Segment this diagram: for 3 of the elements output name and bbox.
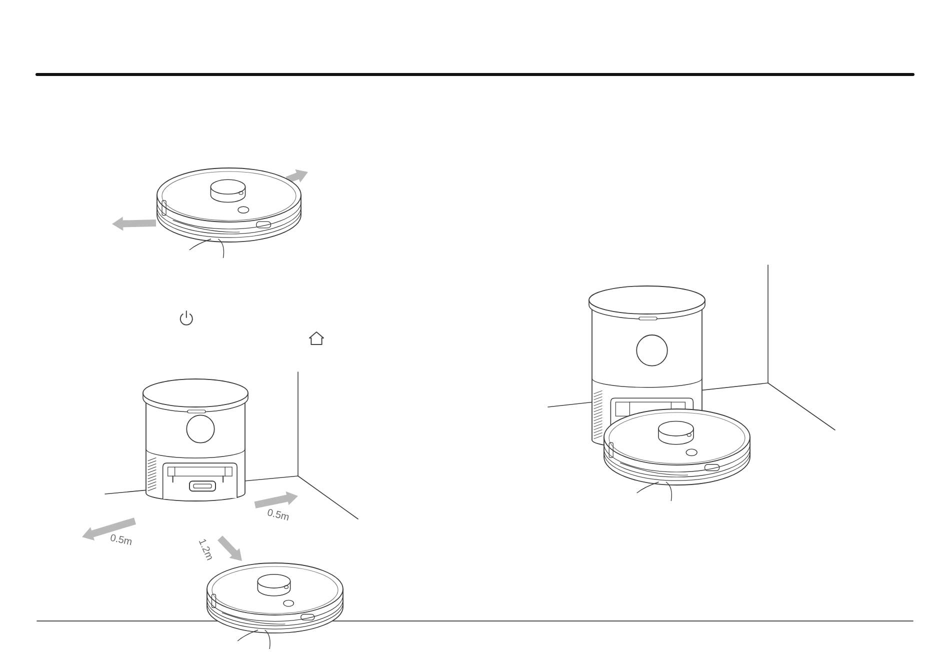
dimension-label: 0.5m [266, 508, 290, 524]
dimension-label: 1.2m [196, 538, 214, 562]
dimension-label: 0.5m [109, 534, 133, 548]
